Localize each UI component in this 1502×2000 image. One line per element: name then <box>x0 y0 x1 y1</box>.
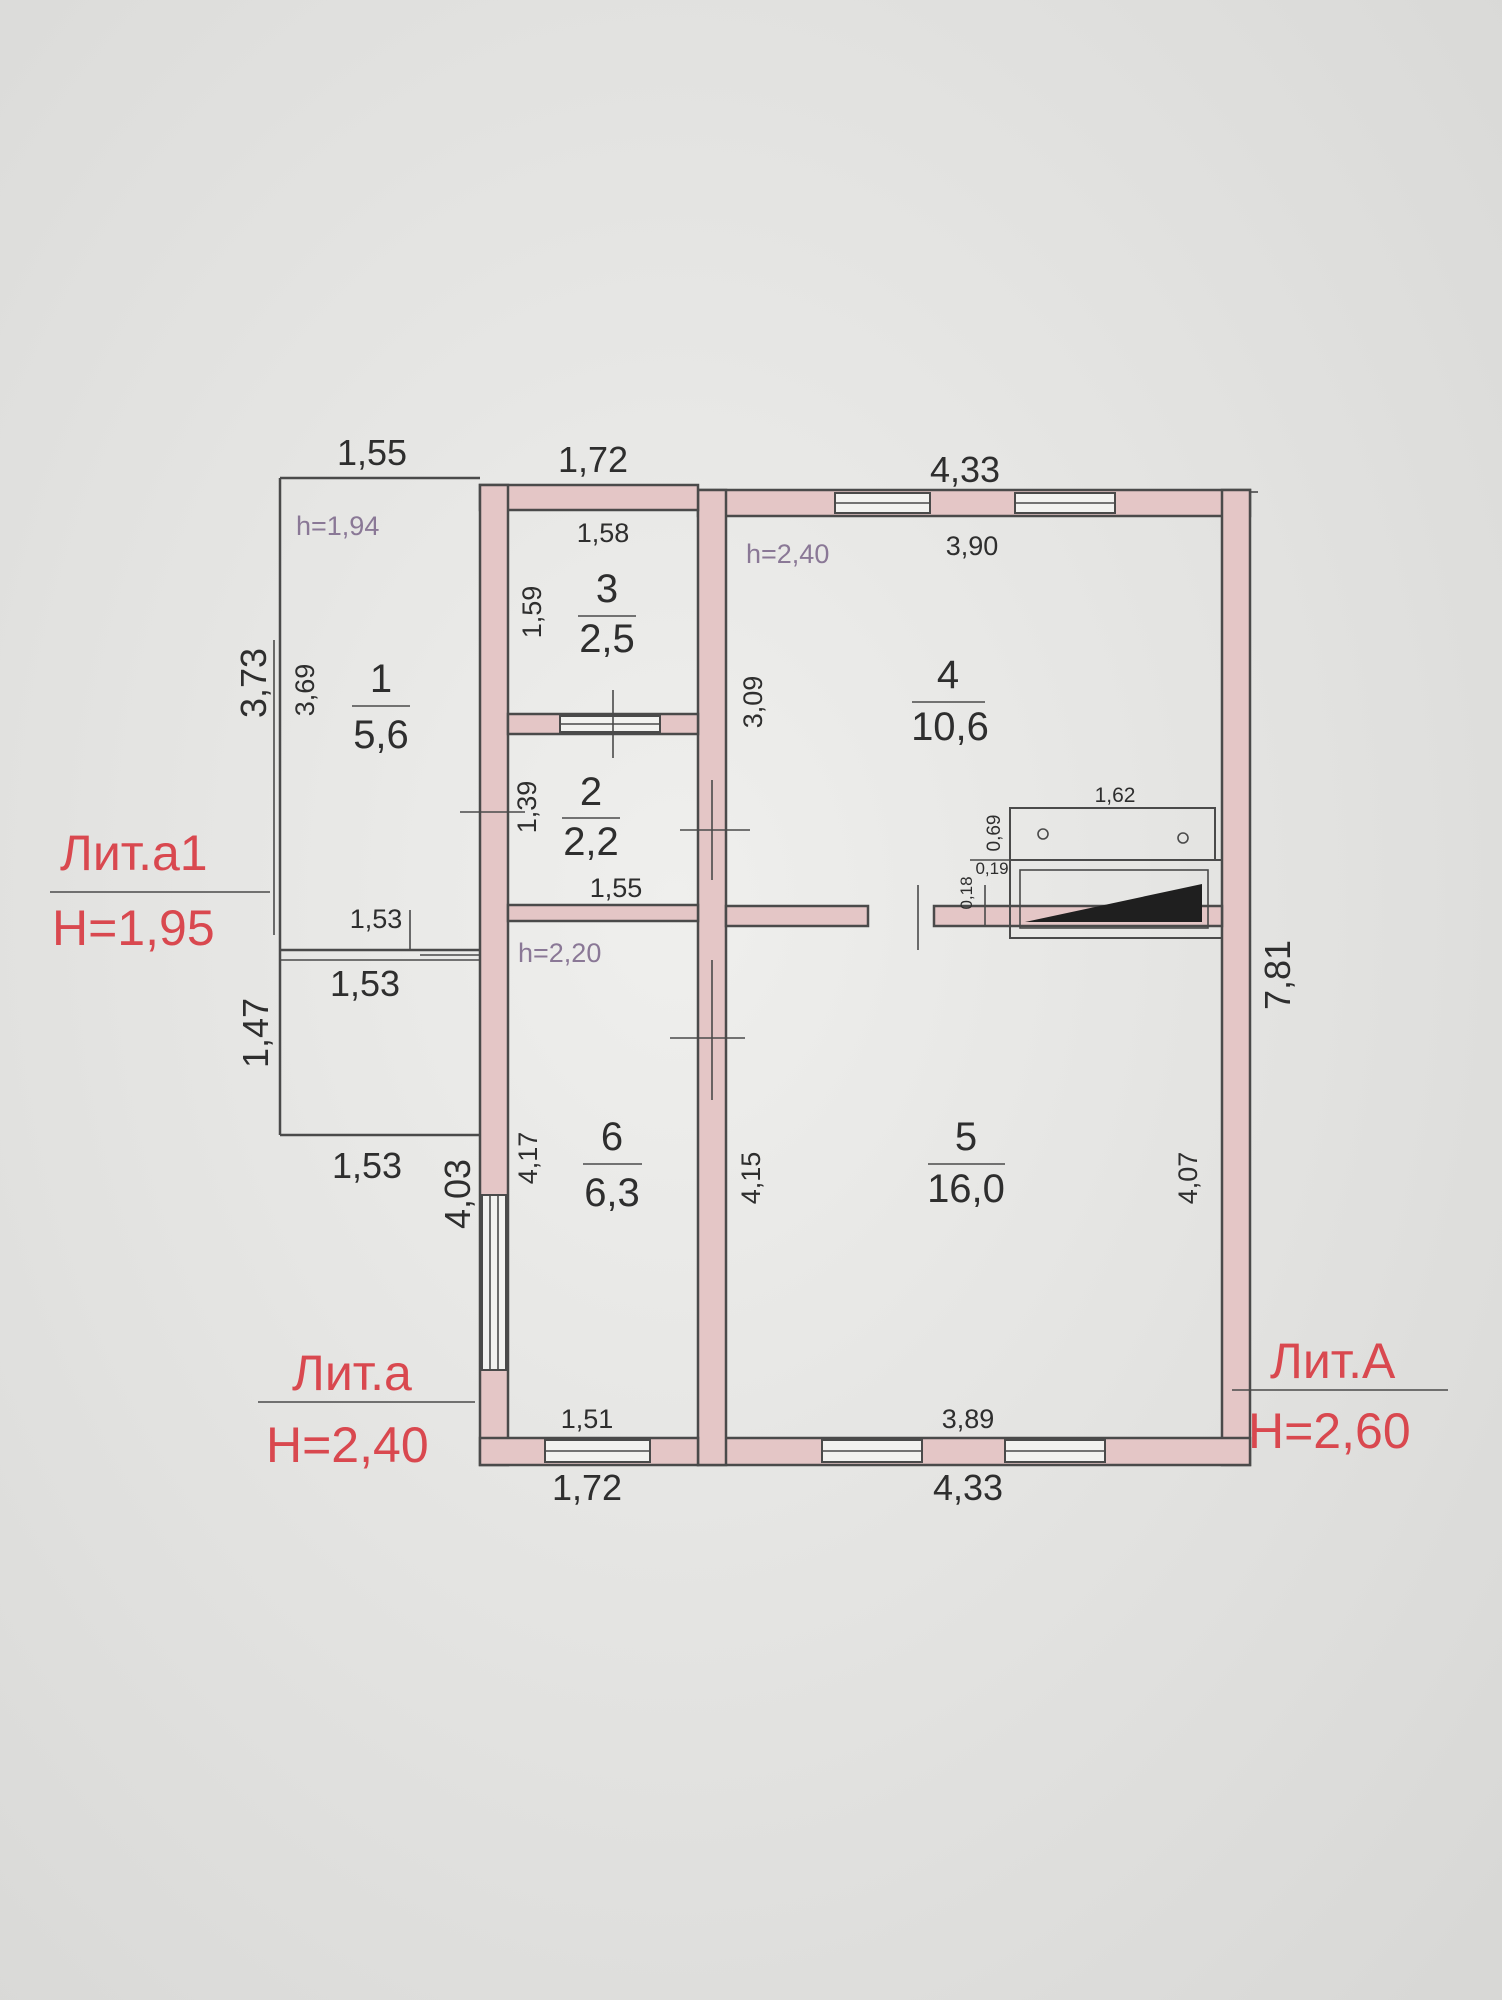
dim-r4-left: 3,09 <box>738 676 768 729</box>
dim-bottom-a: 1,72 <box>552 1467 622 1508</box>
dim-A-right: 7,81 <box>1257 940 1298 1010</box>
liter-a: Лит.а H=2,40 <box>266 1345 429 1473</box>
room-1-number: 1 <box>370 657 392 701</box>
liter-labels: Лит.а1 H=1,95 Лит.а H=2,40 Лит.А H=2,60 <box>52 825 1411 1473</box>
dim-top-a: 1,72 <box>558 439 628 480</box>
dim-oven-width: 1,62 <box>1095 784 1136 807</box>
dim-a-left-outer: 4,03 <box>437 1159 478 1229</box>
room-1-area: 5,6 <box>353 713 409 757</box>
dim-a1-lower-left: 1,47 <box>235 998 276 1068</box>
dim-r5-right: 4,07 <box>1173 1152 1203 1205</box>
glazing-lit-a <box>481 1194 507 1371</box>
room-3-area: 2,5 <box>579 617 635 661</box>
stove-burner-left <box>1037 828 1049 840</box>
dim-r6-left: 4,17 <box>513 1132 543 1185</box>
liter-a1: Лит.а1 H=1,95 <box>52 825 215 956</box>
height-a-rooms: h=2,20 <box>518 938 601 968</box>
dim-oven-b: 0,19 <box>975 859 1008 878</box>
stove-firebox <box>1025 884 1202 922</box>
dim-a1-lower-bottom: 1,53 <box>332 1145 402 1186</box>
dimension-lines <box>50 491 1448 1403</box>
dim-r2-bottom: 1,55 <box>590 873 643 903</box>
room-3: 3 2,5 <box>578 567 636 661</box>
dimension-labels: 1,55 1,72 4,33 1,58 3,90 3,73 3,69 1,59 … <box>233 432 1298 1508</box>
dim-a1-mid-bottom: 1,53 <box>330 963 400 1004</box>
dim-oven-a: 0,18 <box>957 876 976 909</box>
room-4-number: 4 <box>937 653 959 697</box>
room-3-number: 3 <box>596 567 618 611</box>
room-4: 4 10,6 <box>911 653 989 749</box>
door-marks <box>420 690 919 1100</box>
stove <box>970 807 1223 939</box>
room-6-area: 6,3 <box>584 1171 640 1215</box>
room-5-number: 5 <box>955 1115 977 1159</box>
room-5: 5 16,0 <box>927 1115 1005 1211</box>
windows <box>481 492 1116 1463</box>
stove-burner-right <box>1177 832 1189 844</box>
dim-oven-depth: 0,69 <box>984 815 1005 852</box>
ceiling-heights: h=1,94 h=2,40 h=2,20 <box>296 511 829 968</box>
liter-a-name: Лит.а <box>292 1345 412 1401</box>
dim-r3-left: 1,59 <box>517 586 547 639</box>
dim-bottom-A: 4,33 <box>933 1467 1003 1508</box>
liter-a-height: H=2,40 <box>266 1417 429 1473</box>
dim-r2-left: 1,39 <box>512 781 542 834</box>
dim-r5-left: 4,15 <box>736 1152 766 1205</box>
liter-A: Лит.А H=2,60 <box>1248 1333 1411 1459</box>
liter-a1-height: H=1,95 <box>52 900 215 956</box>
room-5-area: 16,0 <box>927 1167 1005 1211</box>
dim-a1-left-inner: 3,69 <box>290 664 320 717</box>
dim-a1-mid-top: 1,53 <box>350 904 403 934</box>
dim-inner-r4-top: 3,90 <box>946 531 999 561</box>
dim-r5-bottom: 3,89 <box>942 1404 995 1434</box>
liter-A-height: H=2,60 <box>1248 1403 1411 1459</box>
room-6: 6 6,3 <box>583 1115 642 1215</box>
room-2: 2 2,2 <box>562 770 620 864</box>
liter-a1-name: Лит.а1 <box>60 825 208 881</box>
liter-A-name: Лит.А <box>1270 1333 1396 1389</box>
dim-top-a1: 1,55 <box>337 432 407 473</box>
dim-inner-r3-top: 1,58 <box>577 518 630 548</box>
room-1: 1 5,6 <box>352 657 410 757</box>
dim-r6-bottom: 1,51 <box>561 1404 614 1434</box>
outline-lit-a1 <box>273 476 480 1137</box>
room-2-area: 2,2 <box>563 820 619 864</box>
room-6-number: 6 <box>601 1115 623 1159</box>
dim-top-A: 4,33 <box>930 449 1000 490</box>
height-a1-room: h=1,94 <box>296 511 379 541</box>
height-A-rooms: h=2,40 <box>746 539 829 569</box>
room-labels: 1 5,6 3 2,5 2 2,2 4 10,6 6 6,3 5 16,0 <box>352 567 1005 1215</box>
room-2-number: 2 <box>580 770 602 814</box>
dim-a1-left-outer: 3,73 <box>233 648 274 718</box>
room-4-area: 10,6 <box>911 705 989 749</box>
